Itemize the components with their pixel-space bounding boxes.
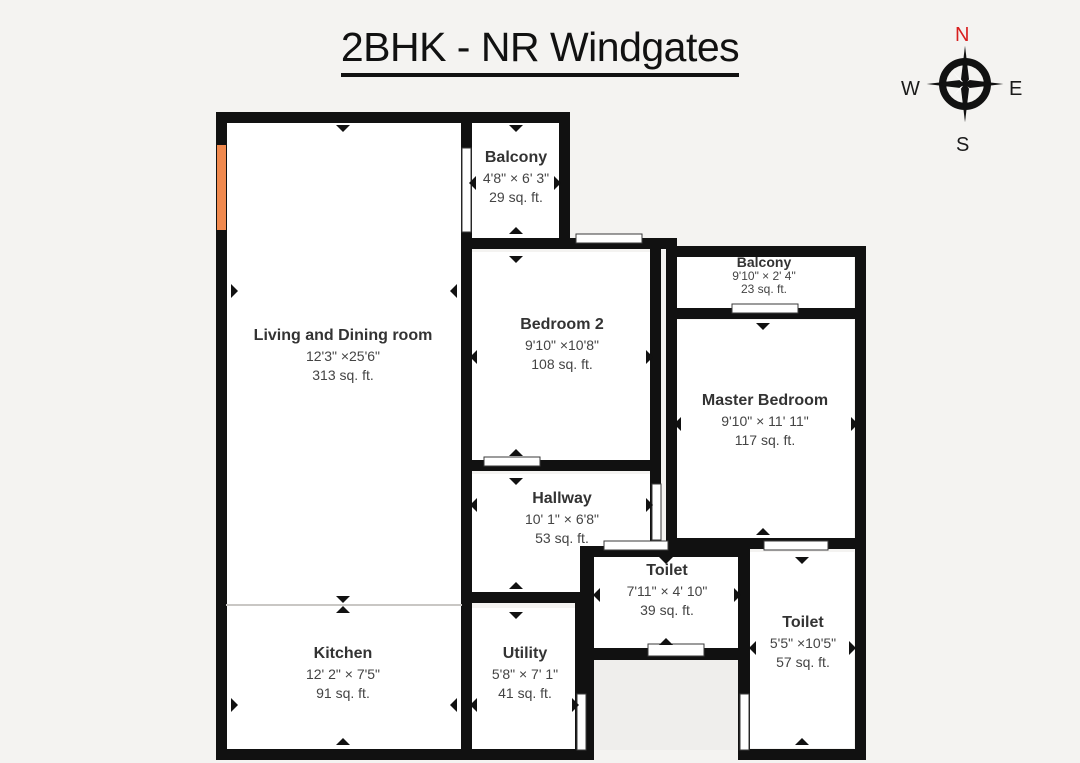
arrow-hallway-top <box>509 478 523 485</box>
wall-bottom-exterior <box>216 749 586 760</box>
arrow-bedroom-2-top <box>509 256 523 263</box>
window-balcony-east-bottom <box>731 303 799 314</box>
wall-hallway-left-stub <box>461 538 472 598</box>
wall-toilet-1-top <box>580 546 750 557</box>
room-fills <box>226 122 854 750</box>
arrow-kitchen-upper <box>336 596 350 603</box>
arrow-utility-left <box>470 698 477 712</box>
window-balcony-north-east <box>575 233 643 244</box>
entrance-door[interactable] <box>217 145 226 230</box>
wall-bedroom-2-bottom <box>461 460 661 471</box>
page-title-text: 2BHK - NR Windgates <box>340 24 740 77</box>
void-area-fill <box>594 660 738 750</box>
arrow-utility-right <box>572 698 579 712</box>
wall-top-exterior <box>216 112 570 123</box>
arrow-toilet-1-bottom <box>659 638 673 645</box>
dimension-arrows <box>231 125 858 745</box>
bedroom-2-fill <box>472 252 650 460</box>
arrow-balcony-north-right <box>554 176 561 190</box>
arrow-hallway-bottom <box>509 582 523 589</box>
arrow-hallway-right <box>646 498 653 512</box>
window-toilet-1-bottom <box>647 643 705 657</box>
compass-east-label: E <box>1009 78 1023 100</box>
arrow-bedroom-2-bottom <box>509 449 523 456</box>
windows <box>461 147 829 751</box>
page-title: 2BHK - NR Windgates <box>0 24 1080 77</box>
arrow-kitchen-left <box>231 698 238 712</box>
compass-rose-icon <box>926 45 1004 123</box>
wall-hallway-bottom <box>461 592 591 603</box>
wall-bedroom-2-right <box>650 238 661 472</box>
arrow-kitchen-top <box>336 606 350 613</box>
wall-utility-right <box>575 592 586 760</box>
arrow-toilet-2-right <box>849 641 856 655</box>
toilet-2-fill <box>750 552 854 748</box>
arrow-balcony-east-top <box>756 250 770 257</box>
compass-south-label: S <box>956 134 970 156</box>
arrow-utility-top <box>509 612 523 619</box>
wall-east-right-exterior <box>855 246 866 760</box>
toilet-1-fill <box>594 552 738 648</box>
window-toilet-2-left <box>739 693 750 751</box>
arrow-master-left <box>674 417 681 431</box>
wall-living-right <box>461 112 472 760</box>
arrow-hallway-left <box>470 498 477 512</box>
arrow-kitchen-bottom <box>336 738 350 745</box>
arrow-living-left <box>231 284 238 298</box>
compass-west-label: W <box>901 78 920 100</box>
arrow-master-top <box>756 323 770 330</box>
window-utility-right <box>576 693 587 751</box>
arrow-toilet-2-bottom <box>795 738 809 745</box>
arrow-toilet-2-top <box>795 557 809 564</box>
arrow-balcony-north-bottom <box>509 227 523 234</box>
arrow-bedroom-2-left <box>470 350 477 364</box>
compass-rose: N S W E <box>895 22 1035 167</box>
utility-fill <box>472 608 580 750</box>
compass-north-label: N <box>955 24 970 46</box>
arrow-toilet-1-top <box>659 557 673 564</box>
living-dining-fill <box>226 122 462 750</box>
window-balcony-north-left <box>461 147 472 233</box>
arrow-balcony-north-left <box>469 176 476 190</box>
wall-east-left <box>666 246 677 552</box>
balcony-east-fill <box>676 256 854 308</box>
arrow-master-bottom <box>756 528 770 535</box>
arrow-kitchen-right <box>450 698 457 712</box>
arrow-balcony-north-top <box>509 125 523 132</box>
balcony-north-fill <box>472 122 560 238</box>
wall-left-exterior <box>216 112 227 760</box>
master-bedroom-fill <box>676 320 854 538</box>
wall-balcony-north-bottom <box>461 238 570 249</box>
wall-balcony-north-right <box>559 112 570 244</box>
wall-toilet-2-bottom <box>738 749 866 760</box>
arrow-master-right <box>851 417 858 431</box>
arrow-toilet-1-right <box>734 588 741 602</box>
arrow-living-top <box>336 125 350 132</box>
arrow-toilet-2-left <box>749 641 756 655</box>
window-toilet-1-top <box>603 540 669 551</box>
arrow-bedroom-2-right <box>646 350 653 364</box>
window-hallway-right <box>651 483 662 541</box>
arrow-living-right <box>450 284 457 298</box>
window-bedroom-2-bottom <box>483 456 541 467</box>
arrow-toilet-1-left <box>593 588 600 602</box>
window-toilet-2-top <box>763 540 829 551</box>
